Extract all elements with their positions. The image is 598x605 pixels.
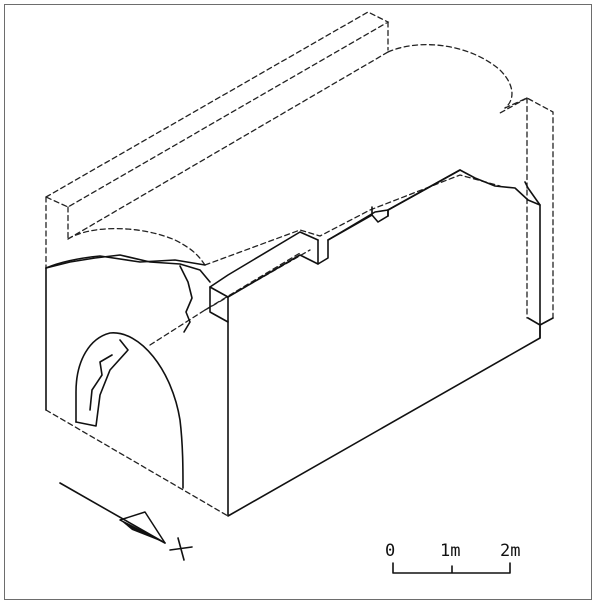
upper-wall-base-line [67, 51, 389, 240]
north-arrow-tick [169, 537, 193, 561]
right-end-step [527, 317, 554, 339]
top-block-upper [327, 209, 389, 241]
scale-label-0: 0 [385, 541, 395, 561]
back-arch-reconstruction [387, 44, 513, 109]
right-top-edge [499, 97, 528, 191]
upper-wall-inner-edge [67, 21, 389, 240]
front-wall-face [227, 181, 541, 517]
north-arrow [59, 482, 193, 561]
top-ridge-line [204, 174, 501, 266]
scale-label-1m: 1m [440, 541, 460, 561]
reconstruction-outline [44, 11, 554, 517]
front-wall-top-left [209, 231, 319, 323]
left-end-wall-top [45, 255, 206, 269]
left-wall-broken-top [45, 254, 211, 283]
broken-edge [179, 265, 193, 333]
scale-bar-line [392, 562, 511, 574]
scale-bar: 0 1m 2m [385, 541, 520, 574]
front-arch-reconstruction [67, 228, 206, 266]
scale-label-2m: 2m [500, 541, 520, 561]
base-dashed-left [45, 409, 229, 517]
arch-jamb-inner [89, 354, 113, 411]
drawing-frame [4, 4, 592, 600]
right-upper-box [504, 97, 554, 326]
arch-jamb [75, 339, 129, 427]
upper-wall-top-edge [44, 11, 390, 208]
north-arrow-line [59, 482, 166, 544]
inner-diagonal-dashed [149, 252, 301, 346]
top-ridge-solid [387, 169, 461, 211]
north-arrow-head-fill [120, 520, 165, 543]
front-wall-left-edge [209, 169, 541, 298]
arch-opening [75, 332, 184, 489]
surviving-structure [45, 169, 554, 517]
